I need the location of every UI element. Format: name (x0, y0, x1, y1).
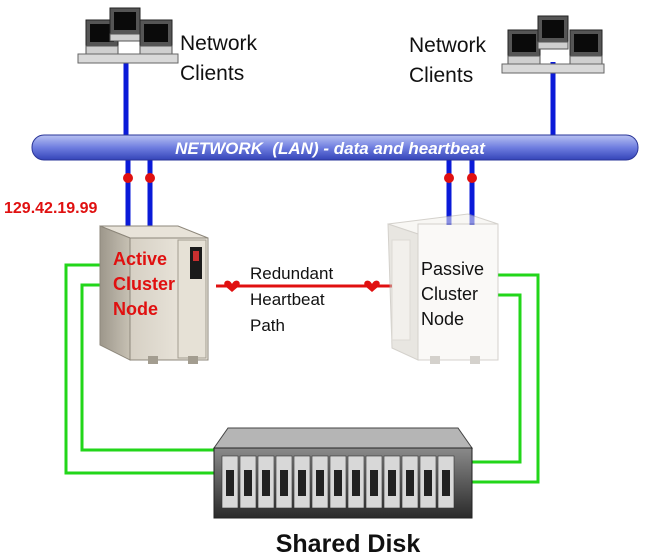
shared-disk-array-icon (213, 427, 473, 519)
passive-node-storage-link-outer (472, 273, 540, 484)
lan-connector (145, 173, 155, 183)
active-node-label-line2: Cluster (113, 274, 175, 294)
ip-address-label: 129.42.19.99 (4, 200, 98, 217)
active-node-server-icon (99, 225, 209, 364)
lan-connector (123, 173, 133, 183)
heartbeat-connector-left (224, 280, 240, 292)
left-clients-label-line2: Clients (180, 62, 244, 85)
right-clients-label-line1: Network (409, 34, 487, 57)
heartbeat-connector-right (364, 280, 380, 292)
active-node-label-line1: Active (113, 249, 167, 269)
heartbeat-link (216, 280, 392, 292)
active-node-label-line3: Node (113, 299, 158, 319)
passive-node-label-line3: Node (421, 309, 464, 329)
passive-node-storage-link-inner (472, 293, 522, 464)
passive-node-label-line2: Cluster (421, 284, 478, 304)
heartbeat-label-line3: Path (250, 316, 285, 335)
lan-links (123, 62, 556, 234)
right-clients-icon (501, 15, 605, 74)
lan-connector (444, 173, 454, 183)
left-clients-icon (77, 7, 179, 64)
heartbeat-label-line2: Heartbeat (250, 290, 325, 309)
shared-disk-label: Shared Disk (276, 530, 421, 558)
passive-node-label-line1: Passive (421, 259, 484, 279)
passive-node-server-icon (387, 213, 499, 364)
network-bar-label: NETWORK (LAN) - data and heartbeat (175, 139, 486, 158)
storage-links (64, 263, 540, 484)
active-node-storage-link-inner (80, 283, 226, 452)
network-bar: NETWORK (LAN) - data and heartbeat (31, 134, 639, 161)
lan-link-connectors (123, 173, 477, 183)
heartbeat-label-line1: Redundant (250, 264, 333, 283)
lan-connector (467, 173, 477, 183)
active-node-storage-link-outer (64, 263, 226, 475)
left-clients-label-line1: Network (180, 32, 258, 55)
right-clients-label-line2: Clients (409, 64, 473, 87)
